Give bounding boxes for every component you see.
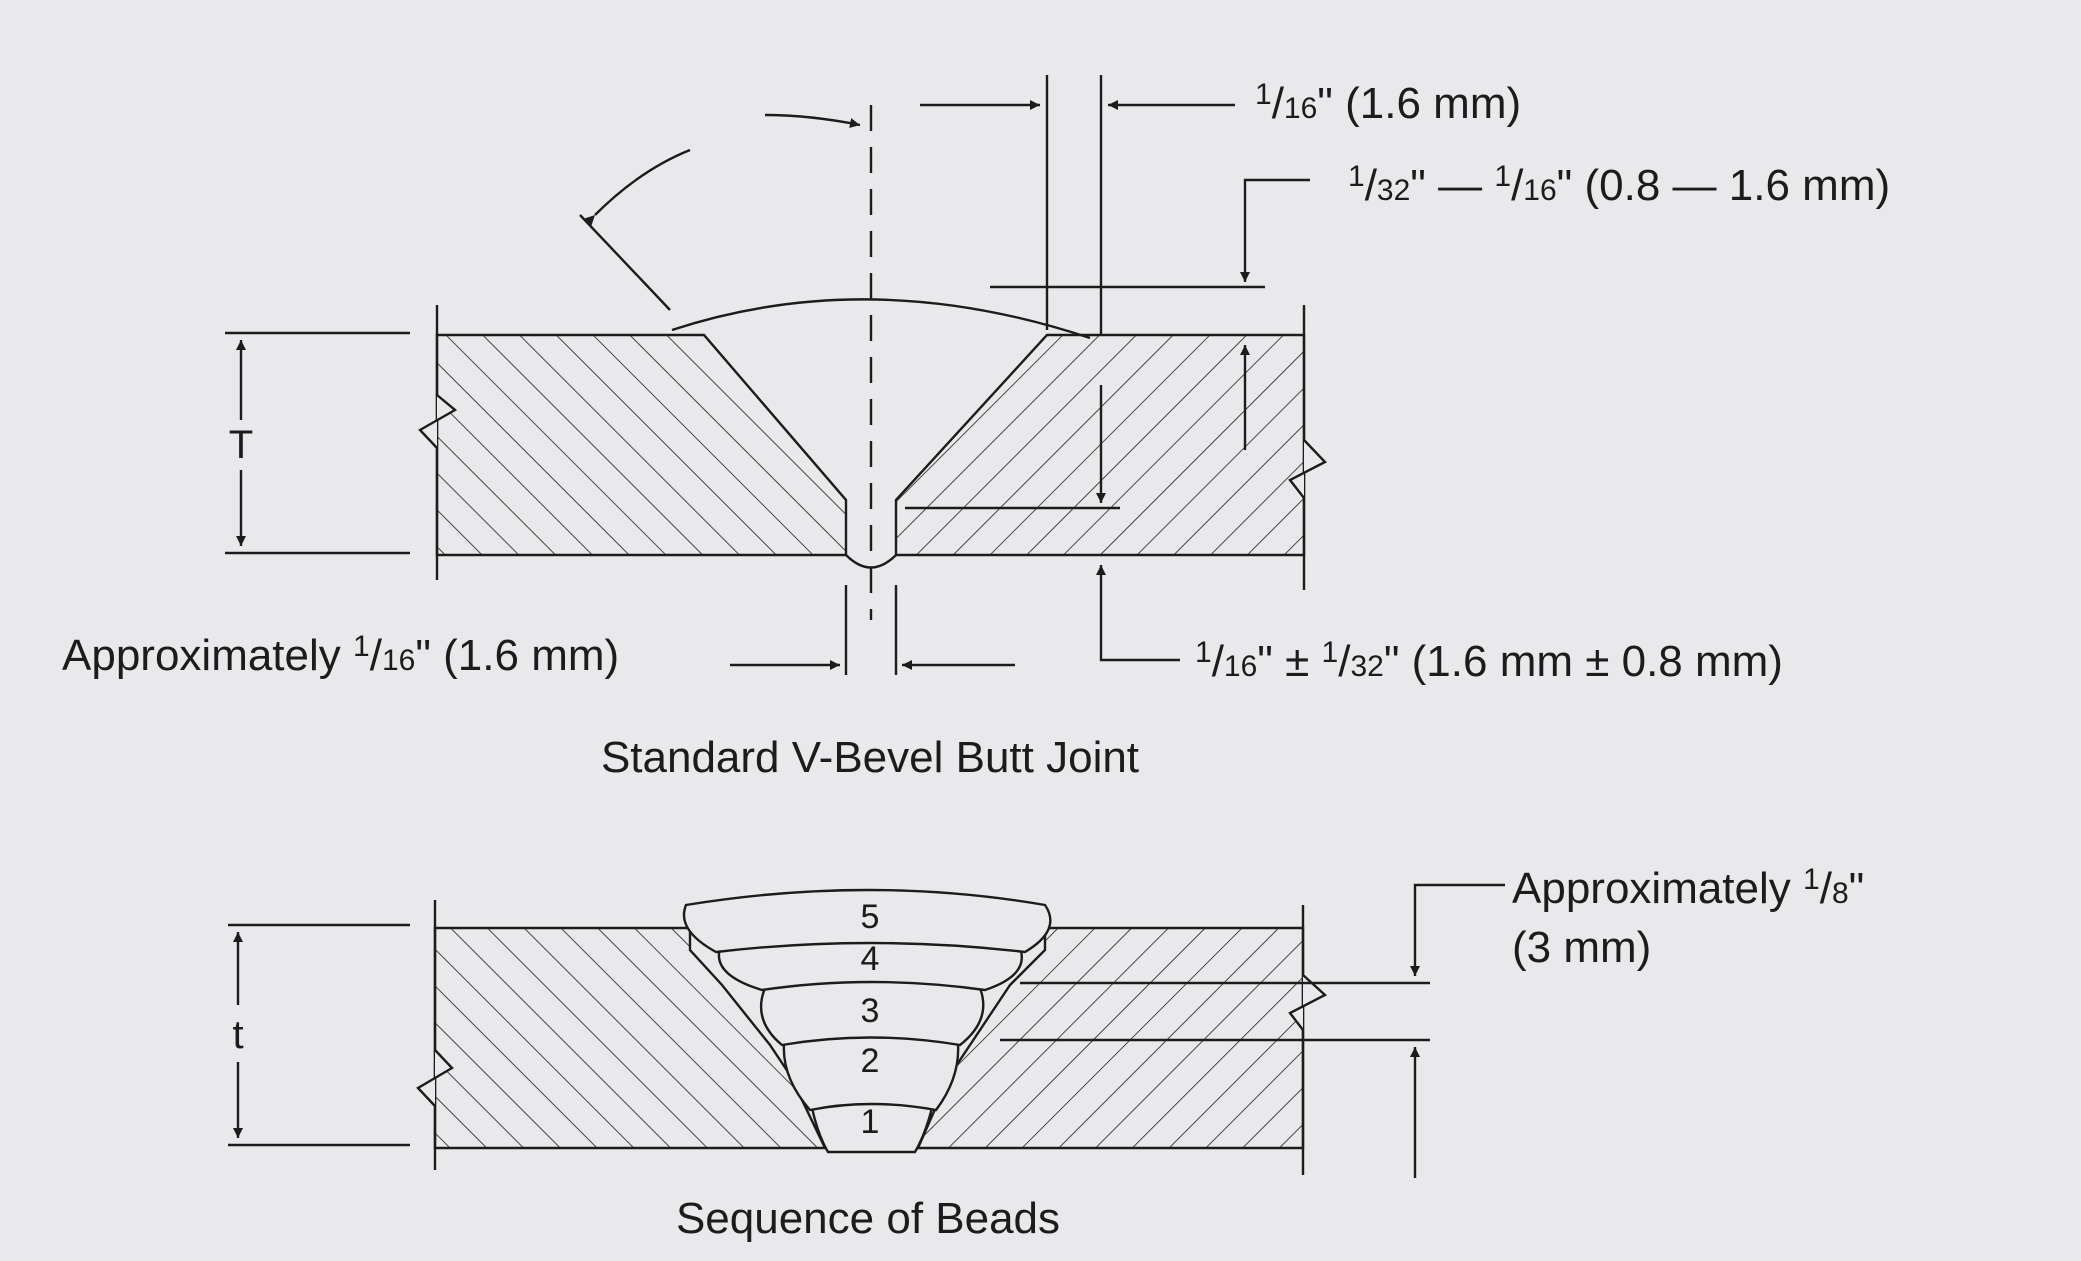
frac-den: 16 xyxy=(1284,92,1317,125)
frac-num: 1 xyxy=(1195,636,1212,669)
dim-rest: " (0.8 — 1.6 mm) xyxy=(1557,161,1890,210)
bead-label-3: 3 xyxy=(861,992,880,1030)
frac-num: 1 xyxy=(1348,160,1365,193)
dim-rest: " (1.6 mm) xyxy=(1317,79,1521,128)
dim-prefix: Approximately xyxy=(62,631,353,680)
frac-den: 16 xyxy=(1224,650,1257,683)
bottom-dimensions xyxy=(228,883,1505,1178)
dim-rest: " xyxy=(1849,864,1865,913)
frac-den: 32 xyxy=(1377,174,1410,207)
caption-top: Standard V-Bevel Butt Joint xyxy=(601,733,1139,782)
dim-mid: " — xyxy=(1410,161,1494,210)
frac-num: 1 xyxy=(1494,160,1511,193)
caption-bottom: Sequence of Beads xyxy=(676,1194,1060,1243)
top-joint xyxy=(225,75,1327,675)
top-left-plate xyxy=(435,333,848,557)
bead-5 xyxy=(682,888,1052,954)
dim-rest: " (1.6 mm ± 0.8 mm) xyxy=(1384,637,1783,686)
frac-den: 8 xyxy=(1832,877,1849,910)
thickness-label-T: T xyxy=(229,423,253,467)
frac-den: 16 xyxy=(1523,174,1556,207)
dim-root-opening: Approximately 1/16" (1.6 mm) xyxy=(62,630,619,680)
dim-bead-reinforcement: Approximately 1/8" xyxy=(1512,863,1864,913)
frac-num: 1 xyxy=(1255,78,1272,111)
dim-rest: " (1.6 mm) xyxy=(415,631,619,680)
top-weld-crown xyxy=(671,298,1091,340)
dim-reinforcement-height: 1/32" — 1/16" (0.8 — 1.6 mm) xyxy=(1348,160,1890,210)
bead-label-2: 2 xyxy=(861,1042,880,1080)
dim-mid: " ± xyxy=(1257,637,1321,686)
dim-bead-reinforcement-mm: (3 mm) xyxy=(1512,923,1651,972)
frac-num: 1 xyxy=(1322,636,1339,669)
dim-reinforcement-width: 1/16" (1.6 mm) xyxy=(1255,78,1521,128)
bottom-left-plate xyxy=(433,926,827,1150)
bead-stack xyxy=(682,888,1052,1154)
frac-num: 1 xyxy=(353,630,370,663)
frac-den: 16 xyxy=(382,644,415,677)
frac-num: 1 xyxy=(1803,863,1820,896)
bead-label-5: 5 xyxy=(861,898,880,936)
bead-label-4: 4 xyxy=(861,940,880,978)
dim-prefix: Approximately xyxy=(1512,864,1803,913)
dim-root-face: 1/16" ± 1/32" (1.6 mm ± 0.8 mm) xyxy=(1195,636,1783,686)
bead-label-1: 1 xyxy=(861,1103,880,1141)
frac-den: 32 xyxy=(1350,650,1383,683)
thickness-label-t: t xyxy=(232,1013,243,1057)
